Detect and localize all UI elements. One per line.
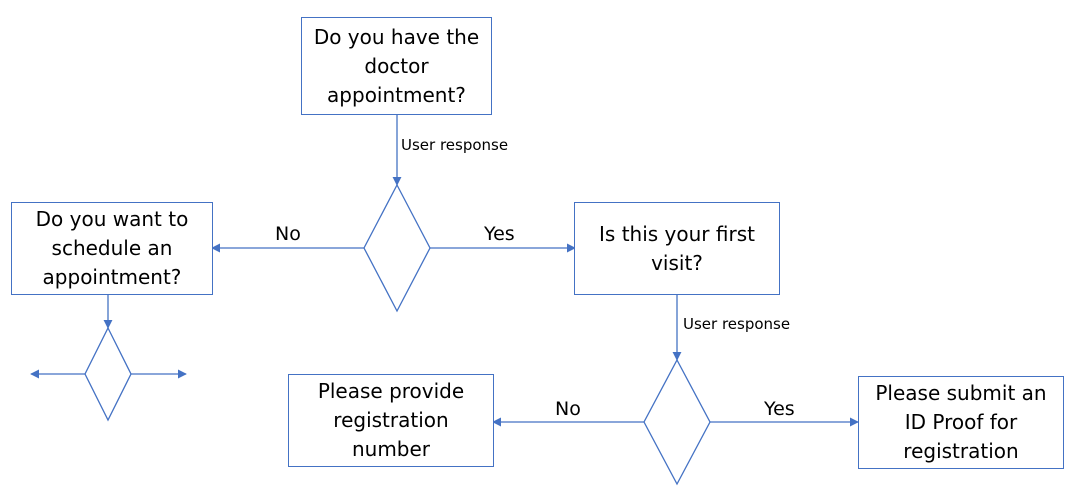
edge-label-user-response: User response [683,315,791,333]
node-text: Please provide registration number [317,379,465,461]
edge-label-no: No [555,398,581,420]
edge-label-yes: Yes [484,223,515,245]
decision-diamond-2 [643,358,711,486]
node-text: Please submit an ID Proof for registrati… [875,381,1047,463]
node-text: Do you want to schedule an appointment? [35,207,189,289]
edge-label-user-response: User response [401,136,509,154]
node-provide-registration: Please provide registration number [288,374,494,467]
edge-label-no: No [275,223,301,245]
edge-label-yes: Yes [764,398,795,420]
decision-diamond-1 [363,183,431,313]
node-text: Do you have the doctor appointment? [313,24,480,107]
node-doctor-appointment-question: Do you have the doctor appointment? [301,17,492,115]
node-first-visit-question: Is this your first visit? [574,202,780,295]
node-schedule-appointment-question: Do you want to schedule an appointment? [11,202,213,295]
decision-diamond-3 [84,326,132,422]
node-text: Is this your first visit? [599,221,755,275]
node-submit-id-proof: Please submit an ID Proof for registrati… [858,376,1064,469]
